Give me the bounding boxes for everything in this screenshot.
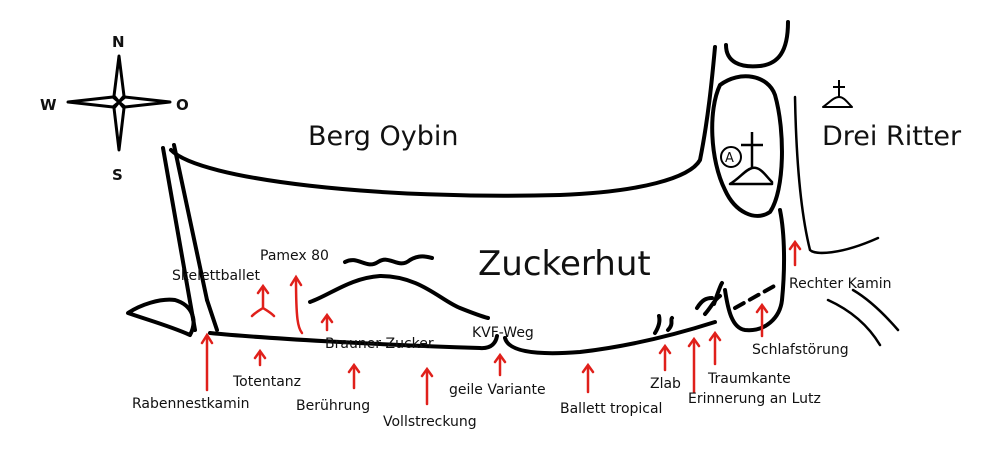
route-label-geile-variante: geile Variante bbox=[449, 382, 546, 398]
anchor-mark: A bbox=[725, 151, 734, 166]
drei-ritter-cross-icon bbox=[822, 80, 853, 108]
arrow-rechter-kamin bbox=[788, 239, 802, 267]
route-label-rabennestkamin: Rabennestkamin bbox=[132, 396, 249, 412]
rock-label-berg-oybin: Berg Oybin bbox=[308, 121, 458, 152]
compass-north: N bbox=[112, 33, 125, 51]
arrow-totentanz bbox=[253, 348, 267, 367]
arrow-traumkante bbox=[708, 330, 722, 366]
rock-outlines bbox=[126, 20, 900, 356]
arrow-skelettballet bbox=[250, 283, 276, 318]
arrow-pamex80 bbox=[289, 274, 304, 335]
arrow-vollstreckung bbox=[420, 366, 434, 406]
route-label-vollstreckung: Vollstreckung bbox=[383, 414, 477, 430]
rock-label-drei-ritter: Drei Ritter bbox=[822, 121, 962, 152]
route-label-totentanz: Totentanz bbox=[232, 374, 301, 390]
arrow-schlafstoerung bbox=[755, 302, 769, 338]
arrow-beruehrung bbox=[347, 362, 361, 390]
route-label-rechter-kamin: Rechter Kamin bbox=[789, 276, 892, 292]
arrow-ballett-tropical bbox=[581, 362, 595, 394]
route-label-brauner-zucker: Brauner Zucker bbox=[325, 336, 434, 352]
route-label-zlab: Zlab bbox=[650, 376, 681, 392]
arrow-geile-variante bbox=[493, 352, 507, 377]
route-label-pamex80: Pamex 80 bbox=[260, 248, 329, 264]
compass-east: O bbox=[176, 96, 189, 114]
compass-south: S bbox=[112, 166, 123, 184]
route-arrows bbox=[200, 239, 802, 406]
route-label-skelettballet: Skelettballet bbox=[172, 268, 260, 284]
arrow-rabennestkamin bbox=[200, 332, 214, 392]
rock-label-zuckerhut: Zuckerhut bbox=[478, 244, 651, 284]
route-label-erinnerung-an-lutz: Erinnerung an Lutz bbox=[688, 391, 821, 407]
arrow-zlab bbox=[658, 343, 672, 372]
route-label-schlafstoerung: Schlafstörung bbox=[752, 342, 849, 358]
route-label-traumkante: Traumkante bbox=[707, 371, 791, 387]
route-label-kvf-weg: KVF-Weg bbox=[472, 325, 534, 341]
compass-west: W bbox=[40, 96, 57, 114]
arrow-erinnerung-an-lutz bbox=[687, 336, 701, 394]
compass-rose-icon bbox=[66, 54, 172, 152]
summit-cross-icon: A bbox=[720, 132, 774, 186]
route-label-ballett-tropical: Ballett tropical bbox=[560, 401, 662, 417]
arrow-brauner-zucker bbox=[320, 312, 334, 332]
route-label-beruehrung: Berührung bbox=[296, 398, 370, 414]
